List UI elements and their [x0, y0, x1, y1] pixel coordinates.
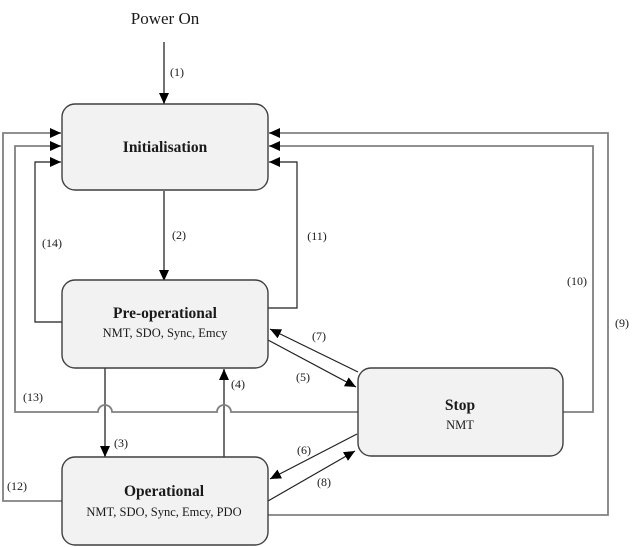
transition-arrow-10 [269, 141, 594, 413]
node-box-pre-operational [61, 279, 269, 369]
node-services-operational: NMT, SDO, Sync, Emcy, PDO [86, 505, 241, 519]
transition-label-14: (14) [42, 236, 62, 250]
transition-label-10: (10) [567, 274, 587, 288]
node-services-stop: NMT [446, 418, 474, 432]
node-title-initialisation: Initialisation [123, 139, 208, 156]
node-title-operational: Operational [124, 483, 205, 500]
node-title-stop: Stop [445, 397, 475, 414]
transition-arrow-13 [14, 141, 358, 413]
state-node-initialisation: Initialisation [61, 103, 269, 191]
node-box-initialisation [61, 103, 269, 191]
transition-arrow-12 [2, 128, 62, 502]
transition-label-2: (2) [172, 228, 186, 242]
transition-arrow-9 [267, 128, 609, 516]
transition-arrow-8 [267, 450, 356, 502]
state-node-operational: Operational NMT, SDO, Sync, Emcy, PDO [61, 456, 269, 546]
transition-label-9: (9) [615, 316, 629, 330]
transition-arrow-6 [269, 433, 358, 480]
transition-label-8: (8) [317, 475, 331, 489]
transition-label-5: (5) [296, 370, 310, 384]
transition-label-12: (12) [7, 479, 27, 493]
transition-label-4: (4) [231, 377, 245, 391]
state-node-stop: Stop NMT [357, 367, 564, 457]
node-box-stop [357, 367, 564, 457]
transition-label-7: (7) [312, 329, 326, 343]
transition-arrow-14 [34, 157, 62, 323]
node-title-pre-operational: Pre-operational [113, 305, 218, 322]
transition-label-13: (13) [23, 390, 43, 404]
transition-label-3: (3) [114, 436, 128, 450]
power-on-label: Power On [131, 9, 200, 28]
transition-label-11: (11) [307, 229, 327, 243]
transition-label-1: (1) [170, 65, 184, 79]
node-box-operational [61, 456, 269, 546]
transition-arrow-11 [268, 157, 298, 309]
transition-arrow-7 [269, 328, 359, 373]
transition-label-6: (6) [297, 443, 311, 457]
transition-arrow-5 [267, 339, 357, 388]
state-node-pre-operational: Pre-operational NMT, SDO, Sync, Emcy [61, 279, 269, 369]
node-services-pre-operational: NMT, SDO, Sync, Emcy [103, 326, 229, 340]
